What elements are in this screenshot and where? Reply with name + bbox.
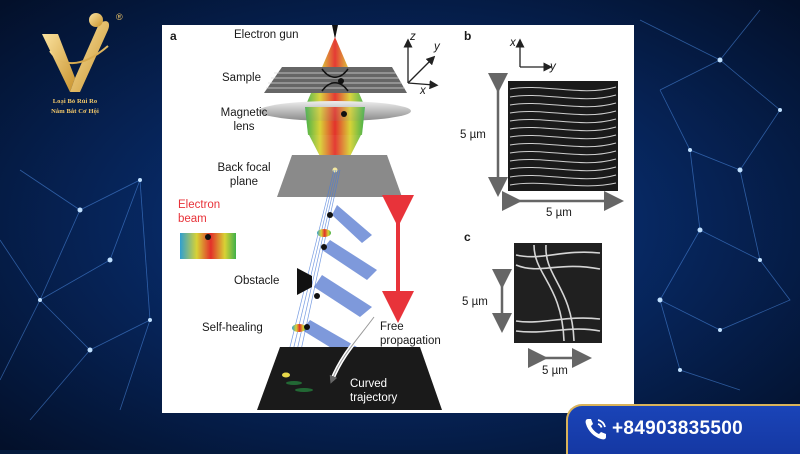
- axis-z-label: z: [410, 31, 416, 43]
- panel-c-label: c: [464, 230, 471, 244]
- magnetic-lens-label-2: lens: [233, 121, 255, 133]
- sample-label: Sample: [222, 72, 261, 84]
- curved-trajectory-label-2: trajectory: [350, 392, 398, 404]
- panel-b-axis-y-label: y: [550, 61, 556, 73]
- axis-x-label: x: [420, 85, 426, 97]
- logo-slogan-line2: Nắm Bắt Cơ Hội: [51, 108, 99, 115]
- back-focal-label-1: Back focal: [217, 162, 271, 174]
- axes-panel-a: [403, 38, 439, 90]
- brand-logo: ® Loại Bỏ Rủi Ro Nắm Bắt Cơ Hội: [20, 6, 130, 124]
- obstacle-label: Obstacle: [234, 275, 280, 287]
- figure-panel: a Electron gun Sample Magnetic lens Back…: [162, 25, 634, 413]
- panel-c-scale-horizontal: 5 µm: [542, 365, 568, 377]
- panel-c-scale-vertical: 5 µm: [462, 296, 488, 308]
- back-focal-plane: [277, 155, 402, 197]
- back-focal-label-2: plane: [229, 176, 259, 188]
- axes-panel-b: [515, 38, 553, 72]
- free-propagation-label-1: Free: [380, 321, 404, 333]
- panel-b-scale-horizontal: 5 µm: [546, 207, 572, 219]
- panel-b-axis-x-label: x: [510, 37, 516, 49]
- axis-y-label: y: [434, 41, 440, 53]
- self-healing-label: Self-healing: [202, 322, 263, 334]
- electron-gun-label: Electron gun: [234, 29, 299, 41]
- logo-slogan-line1: Loại Bỏ Rủi Ro: [52, 98, 98, 105]
- detector-screen: [257, 347, 442, 410]
- phone-number: +84903835500: [612, 418, 743, 439]
- electron-beam-label-2: beam: [178, 213, 207, 225]
- panel-a-label: a: [170, 29, 177, 43]
- panel-c-image: [514, 243, 602, 343]
- figure-graphics: [180, 25, 624, 410]
- obstacle-shape: [297, 268, 312, 295]
- electron-beam-label-1: Electron: [178, 199, 221, 211]
- free-propagation-label-2: propagation: [380, 335, 441, 347]
- panel-b-label: b: [464, 29, 472, 43]
- curved-trajectory-label-1: Curved: [350, 378, 388, 390]
- phone-contact-button[interactable]: +84903835500: [566, 404, 800, 454]
- registered-mark: ®: [116, 12, 123, 22]
- v-logo-icon: [42, 13, 110, 92]
- panel-b-scale-vertical: 5 µm: [460, 129, 486, 141]
- magnetic-lens-label-1: Magnetic: [220, 107, 268, 119]
- phone-icon: [585, 419, 606, 440]
- sample-plane: [264, 67, 407, 93]
